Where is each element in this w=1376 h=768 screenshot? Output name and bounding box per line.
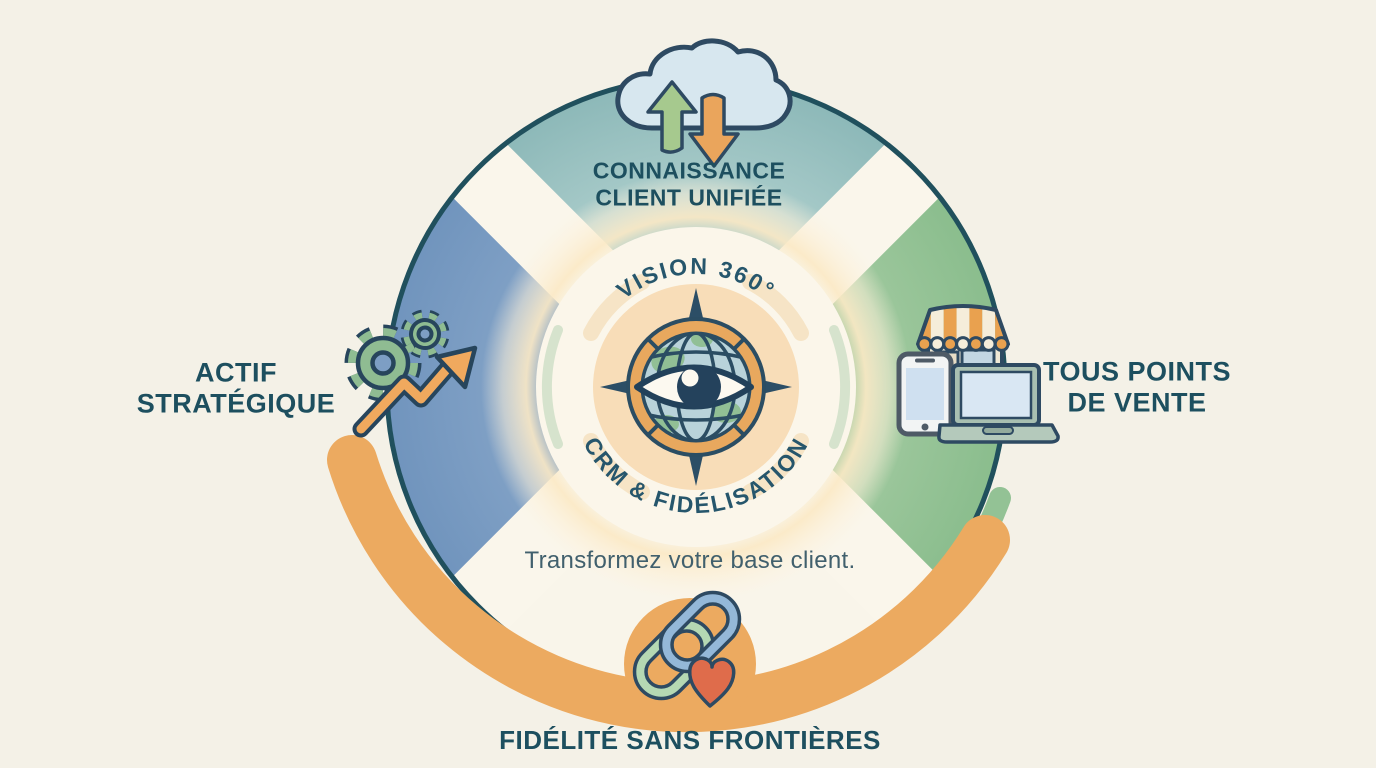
awning-scallops bbox=[916, 336, 1010, 352]
label-connaissance-client: CONNAISSANCE CLIENT UNIFIÉE bbox=[592, 157, 786, 210]
cloud-sync-icon bbox=[615, 38, 793, 168]
hub-sage-arcs bbox=[541, 325, 851, 449]
smartphone-icon bbox=[896, 351, 954, 437]
globe-eye-compass-icon bbox=[600, 288, 792, 486]
laptop-icon bbox=[937, 363, 1060, 444]
heart-icon bbox=[688, 656, 736, 708]
gear-large-icon bbox=[344, 324, 422, 402]
gears-growth-arrow-icon bbox=[344, 309, 478, 438]
compass-ring-ticks bbox=[646, 337, 746, 437]
label-actif-strategique: ACTIF STRATÉGIQUE bbox=[136, 357, 336, 419]
chain-link-heart-icon bbox=[632, 590, 742, 708]
gear-small-icon bbox=[400, 309, 450, 359]
label-fidelite-sans-frontieres: FIDÉLITÉ SANS FRONTIÈRES bbox=[499, 724, 881, 755]
hub-warm-brush bbox=[583, 274, 809, 500]
store-devices-icon bbox=[896, 304, 1060, 444]
hub: VISION 360° CRM & FIDÉLISATION bbox=[536, 227, 856, 547]
eye-icon bbox=[634, 364, 754, 410]
tagline: Transformez votre base client. bbox=[524, 547, 856, 574]
up-arrow-icon bbox=[646, 80, 698, 154]
growth-arrow-icon bbox=[352, 345, 478, 438]
down-arrow-icon bbox=[688, 92, 740, 168]
label-tous-points-de-vente: TOUS POINTS DE VENTE bbox=[1042, 356, 1232, 418]
